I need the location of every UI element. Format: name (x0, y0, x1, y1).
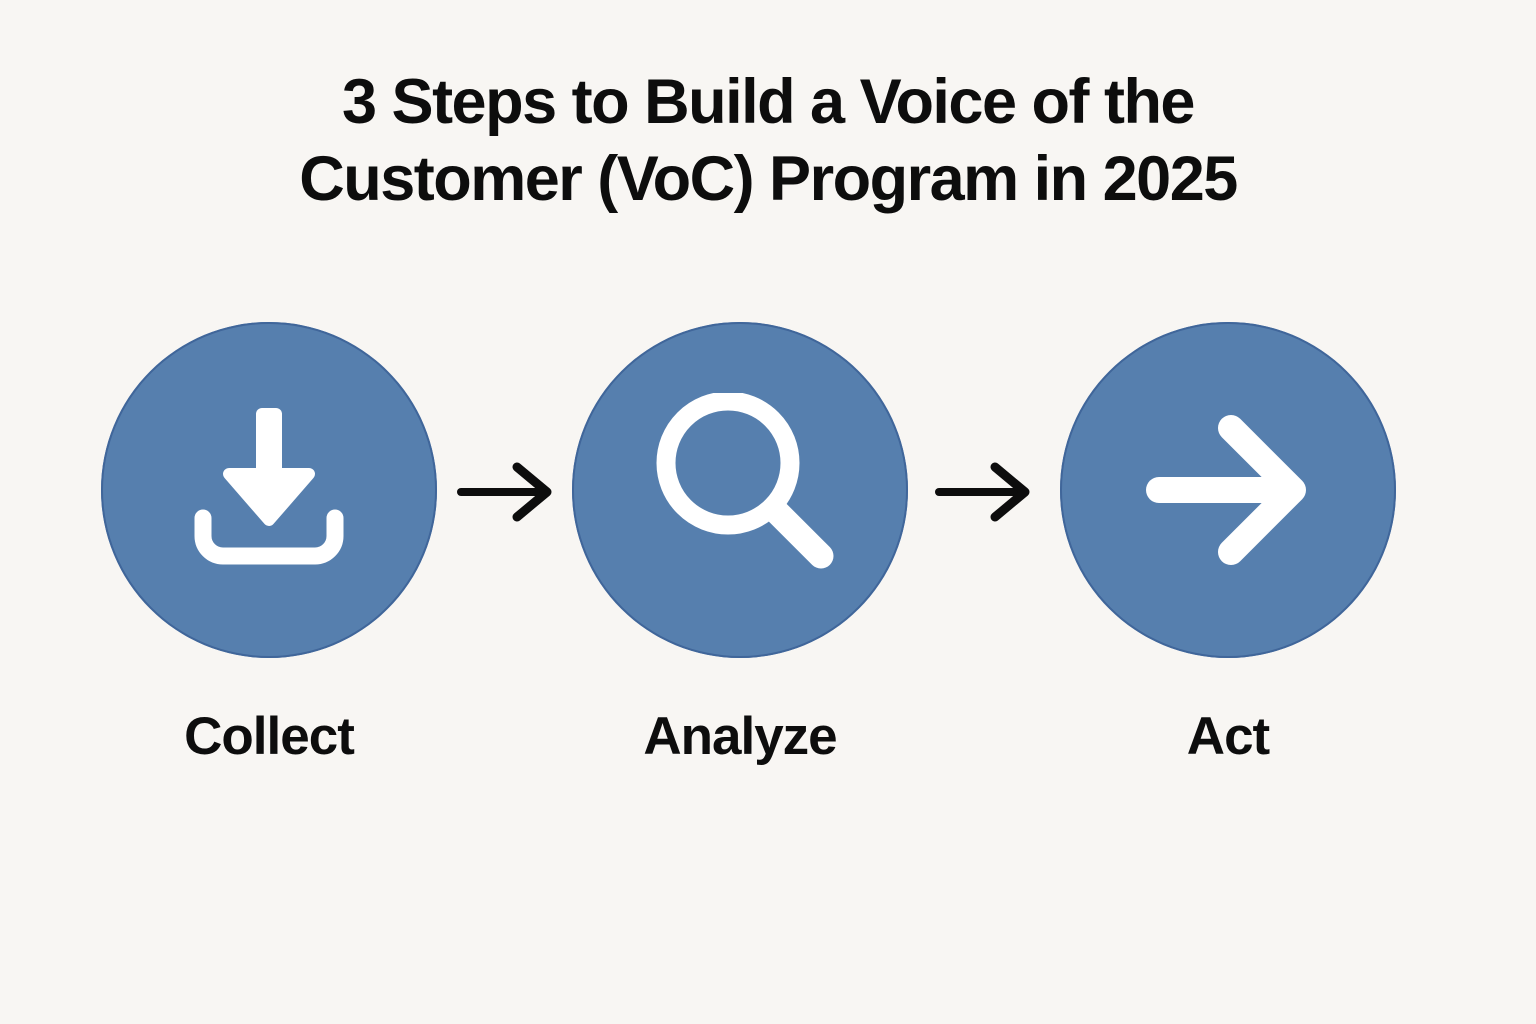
page-title: 3 Steps to Build a Voice of the Customer… (0, 64, 1536, 218)
page-title-line1: 3 Steps to Build a Voice of the (342, 67, 1195, 137)
search-icon (643, 392, 838, 588)
step-circle-act (1060, 322, 1396, 658)
step-circle-collect (101, 322, 437, 658)
arrow-right-icon (1143, 415, 1313, 565)
step-label-analyze: Analyze (643, 707, 837, 766)
download-icon (189, 408, 349, 572)
arrow-right-connector-icon (933, 453, 1033, 531)
step-circle-analyze (572, 322, 908, 658)
step-label-collect: Collect (184, 707, 355, 766)
arrow-right-connector-icon (455, 453, 555, 531)
page-title-line2: Customer (VoC) Program in 2025 (299, 144, 1238, 214)
step-label-act: Act (1186, 707, 1270, 766)
